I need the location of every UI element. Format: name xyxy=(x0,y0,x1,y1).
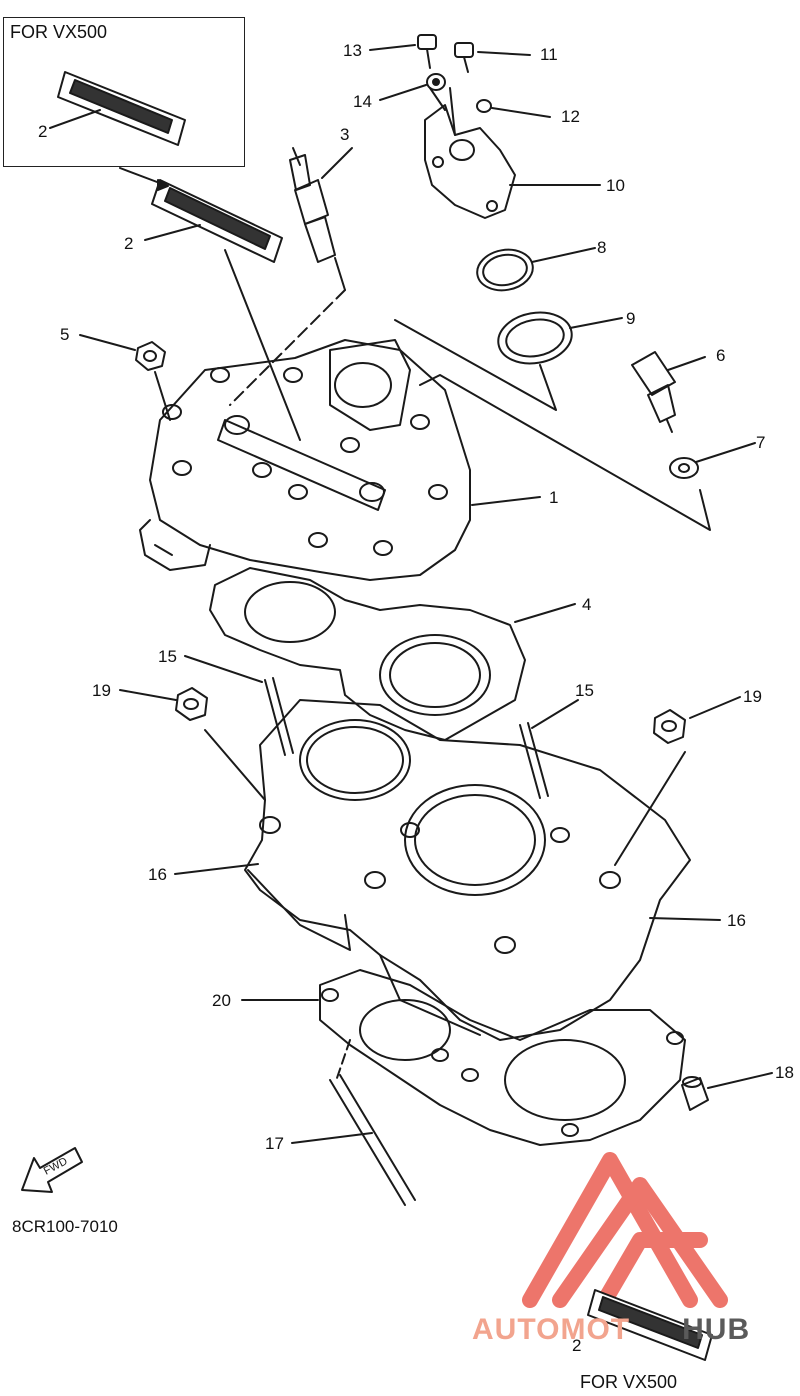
diagram-code: 8CR100-7010 xyxy=(12,1217,118,1236)
guide-9 xyxy=(394,319,557,411)
arrow-head xyxy=(157,179,169,191)
stud-17 xyxy=(329,1074,416,1206)
stud-15-right xyxy=(519,722,549,799)
callout-2-inset: 2 xyxy=(38,122,48,141)
callout-19-left: 19 xyxy=(92,681,111,700)
callout-5: 5 xyxy=(60,325,70,344)
nut-19-left xyxy=(175,687,208,721)
guide-7 xyxy=(419,374,711,531)
leader-15-right xyxy=(531,699,579,729)
leader-13 xyxy=(369,44,416,51)
callout-17: 17 xyxy=(265,1134,284,1153)
leader-2 xyxy=(144,224,201,241)
watermark-text-right: HUB xyxy=(682,1313,751,1346)
guide-17 xyxy=(336,1039,351,1079)
leader-3 xyxy=(321,147,353,179)
leader-18 xyxy=(707,1072,773,1089)
watermark-text-left: AUTOMOT xyxy=(472,1313,631,1346)
leader-2-down xyxy=(224,249,301,441)
callout-11: 11 xyxy=(540,45,558,64)
callout-4: 4 xyxy=(582,595,592,614)
callout-15-left: 15 xyxy=(158,647,177,666)
leader-19-left xyxy=(119,689,177,701)
bolt-11 xyxy=(454,42,474,73)
decal-sticker-bottom xyxy=(587,1289,713,1361)
leader-5 xyxy=(79,334,136,351)
leader-2-inset xyxy=(49,109,101,129)
callout-3: 3 xyxy=(340,125,350,144)
thermostat-cover xyxy=(424,87,516,219)
callout-2: 2 xyxy=(124,234,134,253)
leader-15-left xyxy=(184,655,263,683)
head-gasket xyxy=(209,567,526,741)
cylinder-block xyxy=(244,699,691,1041)
callout-10: 10 xyxy=(606,176,625,195)
head-bolt-holes xyxy=(162,367,448,556)
base-gasket xyxy=(319,969,686,1146)
callout-1: 1 xyxy=(549,488,559,507)
watermark-text: AUTOMOT HUB xyxy=(472,1313,750,1347)
callout-14: 14 xyxy=(353,92,372,111)
leader-1 xyxy=(471,496,541,506)
leader-19-right xyxy=(689,696,741,719)
leader-11 xyxy=(477,51,531,56)
leader-17 xyxy=(291,1132,373,1144)
o-ring-8 xyxy=(476,248,534,292)
callout-7: 7 xyxy=(756,433,766,452)
inset-box xyxy=(3,17,245,167)
nut-5 xyxy=(135,341,166,371)
callout-18: 18 xyxy=(775,1063,794,1082)
leader-14 xyxy=(379,84,427,101)
washer-14 xyxy=(426,73,446,91)
callout-8: 8 xyxy=(597,238,607,257)
spark-plug xyxy=(289,147,346,291)
guide-3 xyxy=(229,289,346,406)
decal-sticker-inset xyxy=(57,71,186,146)
leader-16-right xyxy=(649,917,721,921)
washer-7 xyxy=(669,457,699,479)
callout-16-left: 16 xyxy=(148,865,167,884)
temperature-sensor xyxy=(631,351,676,433)
leader-12 xyxy=(491,107,551,118)
callout-12: 12 xyxy=(561,107,580,126)
leader-7 xyxy=(695,442,756,463)
callout-20: 20 xyxy=(212,991,231,1010)
guide-19-left xyxy=(204,729,266,801)
inset-title: FOR VX500 xyxy=(10,22,108,42)
callout-15-right: 15 xyxy=(575,681,594,700)
leader-9 xyxy=(569,317,623,329)
bolt-13 xyxy=(417,34,437,69)
cylinder-head xyxy=(139,339,471,581)
callout-16-right: 16 xyxy=(727,911,746,930)
callout-6: 6 xyxy=(716,346,726,365)
decal-sticker xyxy=(151,179,283,263)
fwd-arrow-icon xyxy=(21,1147,83,1193)
callout-13: 13 xyxy=(343,41,362,60)
leader-4 xyxy=(514,603,576,623)
leader-16-left xyxy=(174,863,259,875)
washer-12 xyxy=(476,99,492,113)
dowel-pin-18 xyxy=(681,1076,709,1111)
nut-19-right xyxy=(653,709,686,744)
bottom-caption: FOR VX500 xyxy=(580,1372,678,1392)
watermark-logo xyxy=(522,1152,728,1308)
leader-6 xyxy=(667,356,706,371)
gasket-9 xyxy=(497,311,573,365)
stud-15-left xyxy=(264,677,294,756)
fwd-label: FWD xyxy=(42,1155,70,1177)
callout-2-bottom: 2 xyxy=(572,1336,582,1355)
leader-8 xyxy=(531,247,596,263)
callout-9: 9 xyxy=(626,309,636,328)
callout-19-right: 19 xyxy=(743,687,762,706)
